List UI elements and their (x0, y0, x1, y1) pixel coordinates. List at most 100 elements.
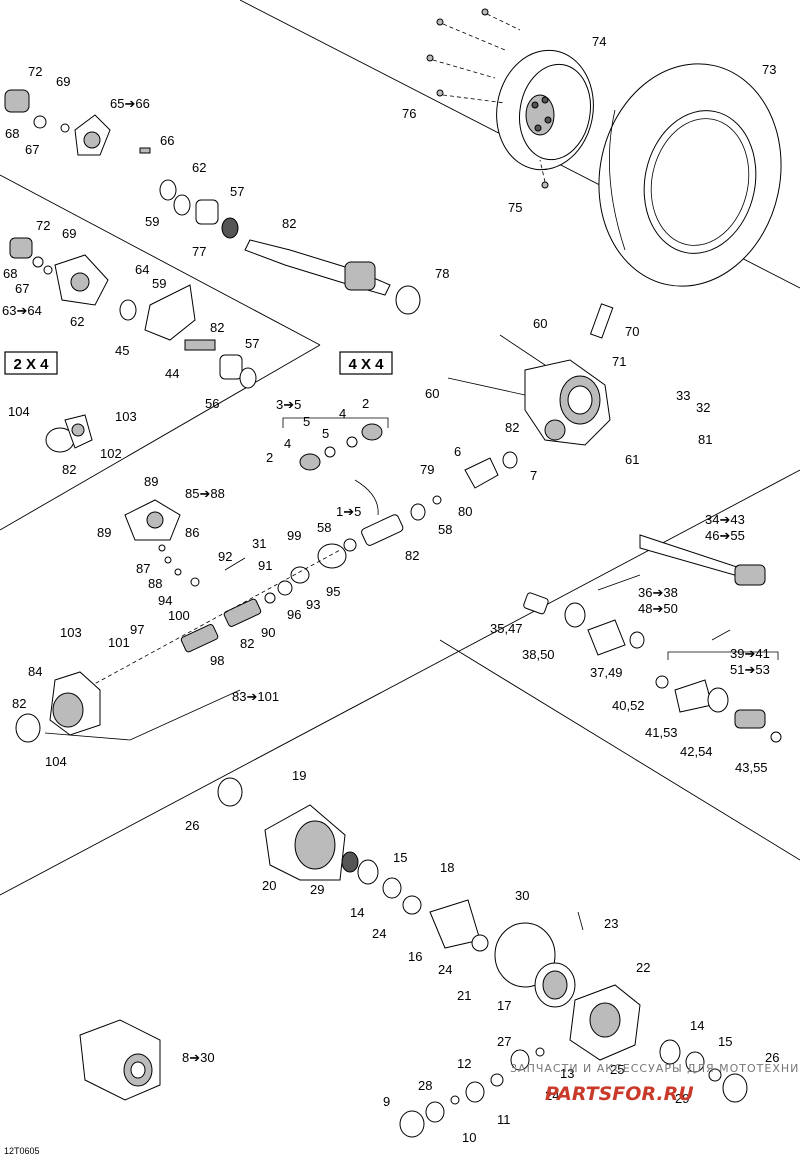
label-77: 77 (192, 244, 206, 259)
label-103a: 103 (115, 409, 137, 424)
label-93: 93 (306, 597, 320, 612)
label-28: 28 (418, 1078, 432, 1093)
label-60b: 60 (425, 386, 439, 401)
label-99: 99 (287, 528, 301, 543)
label-56: 56 (205, 396, 219, 411)
label-82c: 82 (505, 420, 519, 435)
label-91: 91 (258, 558, 272, 573)
label-97: 97 (130, 622, 144, 637)
label-23: 23 (604, 916, 618, 931)
label-71: 71 (612, 354, 626, 369)
front-hub-2wd-parts (4, 89, 421, 315)
label-35-47: 35,47 (490, 621, 523, 636)
watermark-brand: PARTSFOR.RU (545, 1083, 694, 1105)
label-24a: 24 (372, 926, 386, 941)
label-24c: 24 (545, 1088, 559, 1103)
label-34-43: 34➔43 (705, 512, 745, 527)
label-29b: 29 (675, 1091, 689, 1106)
label-75: 75 (508, 200, 522, 215)
label-38-50: 38,50 (522, 647, 555, 662)
label-81: 81 (698, 432, 712, 447)
label-69a: 69 (56, 74, 70, 89)
label-67a: 67 (25, 142, 39, 157)
label-90: 90 (261, 625, 275, 640)
label-5b: 5 (322, 426, 329, 441)
label-82b: 82 (210, 320, 224, 335)
label-4a: 4 (339, 406, 346, 421)
label-104b: 104 (45, 754, 67, 769)
label-10: 10 (462, 1130, 476, 1145)
label-31: 31 (252, 536, 266, 551)
label-7: 7 (530, 468, 537, 483)
label-62b: 62 (70, 314, 84, 329)
label-3-5: 3➔5 (276, 397, 301, 412)
label-12: 12 (457, 1056, 471, 1071)
label-40-52: 40,52 (612, 698, 645, 713)
label-57b: 57 (245, 336, 259, 351)
label-21: 21 (457, 988, 471, 1003)
label-89a: 89 (144, 474, 158, 489)
label-15b: 15 (718, 1034, 732, 1049)
part-labels: 74 73 76 75 72 69 68 67 65➔66 66 62 59 5… (2, 34, 779, 1156)
label-63-64: 63➔64 (2, 303, 42, 318)
label-80: 80 (458, 504, 472, 519)
label-51-53: 51➔53 (730, 662, 770, 677)
label-36-38: 36➔38 (638, 585, 678, 600)
label-72b: 72 (36, 218, 50, 233)
label-45: 45 (115, 343, 129, 358)
label-100: 100 (168, 608, 190, 623)
label-69b: 69 (62, 226, 76, 241)
box-2x4: 2 X 4 (4, 351, 58, 375)
shift-housing-parts (64, 499, 357, 701)
label-58b: 58 (438, 522, 452, 537)
input-shaft-parts (282, 417, 518, 546)
label-101: 101 (108, 635, 130, 650)
label-2b: 2 (266, 450, 273, 465)
label-37-49: 37,49 (590, 665, 623, 680)
reference-code: 12T0605 (4, 1146, 40, 1156)
label-13: 13 (560, 1066, 574, 1081)
label-94: 94 (158, 593, 172, 608)
label-78: 78 (435, 266, 449, 281)
label-87: 87 (136, 561, 150, 576)
label-61: 61 (625, 452, 639, 467)
output-housing-84 (15, 671, 241, 743)
front-differential-4x4 (447, 303, 614, 446)
label-85-88: 85➔88 (185, 486, 225, 501)
wheel-rim-illustration (496, 49, 594, 171)
watermark-tagline: ЗАПЧАСТИ И АКСЕССУАРЫ ДЛЯ МОТОТЕХНИКИ (510, 1062, 800, 1075)
label-82d: 82 (62, 462, 76, 477)
label-103b: 103 (60, 625, 82, 640)
label-89b: 89 (97, 525, 111, 540)
label-29a: 29 (310, 882, 324, 897)
label-67b: 67 (15, 281, 29, 296)
label-22: 22 (636, 960, 650, 975)
seal-group-left (45, 414, 93, 453)
spindle-2wd-parts (9, 237, 257, 389)
label-62a: 62 (192, 160, 206, 175)
label-76: 76 (402, 106, 416, 121)
label-32: 32 (696, 400, 710, 415)
label-44: 44 (165, 366, 179, 381)
label-15a: 15 (393, 850, 407, 865)
label-92: 92 (218, 549, 232, 564)
rear-housing-parts (399, 911, 748, 1138)
box-4x4-label: 4 X 4 (348, 356, 384, 373)
rear-drive-parts (217, 777, 576, 1008)
label-42-54: 42,54 (680, 744, 713, 759)
label-19: 19 (292, 768, 306, 783)
label-39-41: 39➔41 (730, 646, 770, 661)
label-82g: 82 (12, 696, 26, 711)
label-68b: 68 (3, 266, 17, 281)
label-83-101: 83➔101 (232, 689, 279, 704)
label-104a: 104 (8, 404, 30, 419)
label-95: 95 (326, 584, 340, 599)
box-4x4: 4 X 4 (339, 351, 393, 375)
label-14a: 14 (350, 905, 364, 920)
label-70: 70 (625, 324, 639, 339)
label-18: 18 (440, 860, 454, 875)
label-59a: 59 (145, 214, 159, 229)
label-59b: 59 (152, 276, 166, 291)
label-5a: 5 (303, 414, 310, 429)
